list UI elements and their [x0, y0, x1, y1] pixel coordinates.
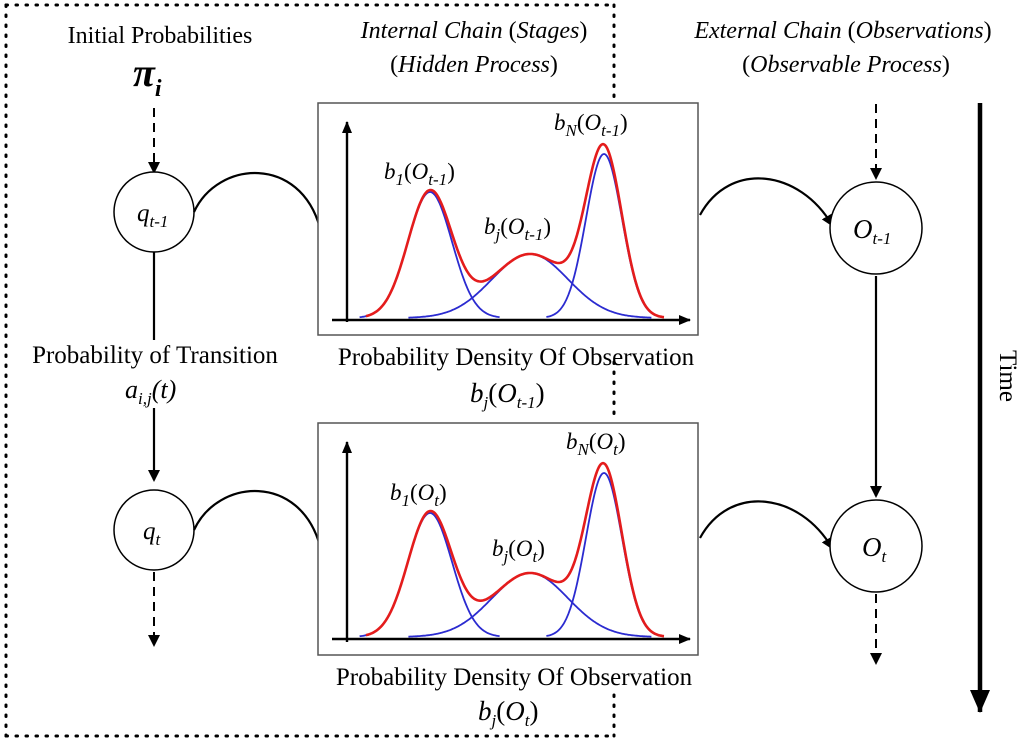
peak-label-1: b1(Ot)	[390, 480, 447, 510]
density-symbol-top: bj(Ot-1)	[470, 378, 545, 412]
peak-label-j: bj(Ot)	[492, 536, 545, 566]
density-panel-top: b1(Ot-1) bj(Ot-1) bN(Ot-1)	[317, 102, 699, 336]
hidden-process-boundary	[4, 3, 616, 738]
state-q-prev-label: qt-1	[137, 200, 168, 231]
time-label: Time	[994, 350, 1021, 402]
peak-label-n: bN(Ot)	[566, 429, 626, 459]
observation-o-prev-label: Ot-1	[853, 214, 891, 248]
density-symbol-bottom: bj(Ot)	[478, 696, 538, 730]
density-panel-bottom: b1(Ot) bj(Ot) bN(Ot)	[317, 422, 699, 656]
observation-o-curr-label: Ot	[862, 532, 888, 566]
peak-label-j: bj(Ot-1)	[484, 214, 551, 244]
peak-label-n: bN(Ot-1)	[554, 110, 628, 140]
mixture-curve	[365, 142, 665, 319]
internal-chain-title: Internal Chain (Stages)	[360, 18, 588, 44]
observable-process-title: (Observable Process)	[742, 52, 950, 78]
pi-symbol: πi	[133, 50, 162, 102]
initial-probabilities-label: Initial Probabilities	[68, 23, 253, 49]
observation-o-curr	[829, 499, 923, 593]
state-to-density-curve-top	[193, 171, 322, 229]
transition-symbol: ai,j(t)	[125, 375, 176, 408]
density-caption-top: Probability Density Of Observation	[338, 344, 695, 371]
peak-label-1: b1(Ot-1)	[384, 159, 455, 189]
density-to-observation-curve-bottom	[699, 500, 834, 550]
state-q-curr-label: qt	[143, 518, 162, 549]
hidden-process-title: (Hidden Process)	[390, 52, 558, 78]
observation-o-prev	[829, 181, 923, 275]
probability-of-transition-label: Probability of Transition	[32, 342, 278, 369]
time-arrowhead	[970, 690, 990, 713]
mixture-curve	[365, 461, 665, 638]
density-to-observation-curve-top	[699, 177, 834, 227]
density-caption-bottom: Probability Density Of Observation	[336, 664, 693, 691]
state-to-density-curve-bottom	[193, 489, 322, 547]
external-chain-title: External Chain (Observations)	[693, 18, 991, 44]
